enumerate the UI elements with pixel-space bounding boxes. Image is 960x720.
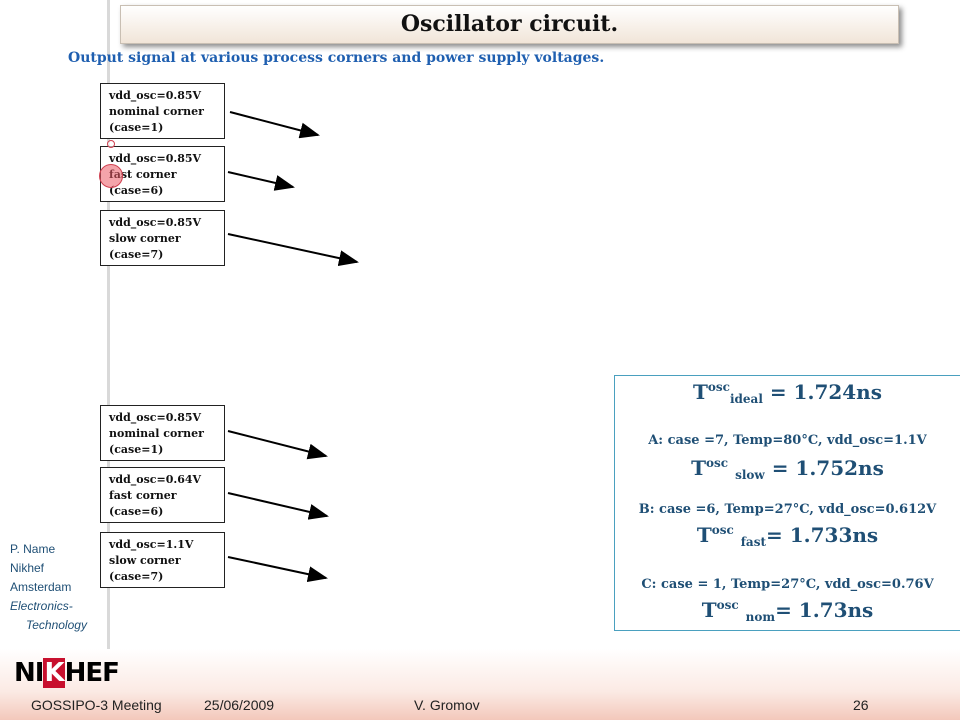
author-line: Nikhef (10, 561, 45, 575)
label-top-nominal: vdd_osc=0.85V nominal corner (case=1) (100, 83, 225, 139)
arrow-top-slow (227, 233, 359, 266)
footer-band (0, 649, 960, 720)
author-line: P. Name (10, 542, 56, 556)
label-line: vdd_osc=0.85V (109, 152, 202, 165)
label-bottom-slow: vdd_osc=1.1V slow corner (case=7) (100, 532, 225, 588)
slide-vertical-rule (107, 0, 110, 650)
result-symbol: T (696, 523, 712, 547)
nikhef-logo: NIKHEF (14, 658, 120, 688)
slide-subtitle: Output signal at various process corners… (68, 50, 605, 66)
result-nom: Tosc nom= 1.73ns (615, 598, 960, 624)
label-line: vdd_osc=0.85V (109, 89, 202, 102)
result-sub: nom (745, 610, 776, 624)
label-line: (case=1) (109, 443, 164, 456)
label-line: (case=1) (109, 121, 164, 134)
label-bottom-fast: vdd_osc=0.64V fast corner (case=6) (100, 467, 225, 523)
footer-meeting: GOSSIPO-3 Meeting (31, 697, 162, 713)
author-line: Amsterdam (10, 580, 72, 594)
arrow-top-fast (227, 171, 295, 191)
result-symbol: T (691, 456, 707, 480)
label-line: fast corner (109, 168, 177, 181)
result-sup: osc (711, 523, 734, 537)
label-line: vdd_osc=0.85V (109, 216, 202, 229)
arrow-bottom-slow (227, 556, 328, 583)
slide-title: Oscillator circuit. (400, 11, 619, 37)
cursor-trail-dot (107, 140, 115, 148)
label-line: slow corner (109, 232, 181, 245)
label-line: vdd_osc=1.1V (109, 538, 194, 551)
label-line: (case=6) (109, 184, 164, 197)
result-symbol: T (701, 598, 717, 622)
author-line: Electronics- (10, 599, 73, 613)
label-line: vdd_osc=0.64V (109, 473, 202, 486)
result-value: = 1.752ns (764, 456, 884, 480)
label-line: nominal corner (109, 105, 204, 118)
footer-date: 25/06/2009 (204, 697, 275, 713)
result-slow: Tosc slow = 1.752ns (615, 456, 960, 482)
author-line: Technology (26, 618, 87, 632)
laser-pointer-dot (99, 164, 123, 188)
result-value: = 1.733ns (766, 523, 879, 547)
result-ideal: Toscideal = 1.724ns (615, 380, 960, 406)
footer-page-number: 26 (853, 697, 869, 713)
footer-author: V. Gromov (414, 697, 480, 713)
results-box: Toscideal = 1.724ns A: case =7, Temp=80°… (614, 375, 960, 631)
result-symbol: T (692, 380, 708, 404)
result-fast: Tosc fast= 1.733ns (615, 523, 960, 549)
label-line: (case=7) (109, 570, 164, 583)
arrow-top-nominal (229, 111, 320, 139)
label-top-slow: vdd_osc=0.85V slow corner (case=7) (100, 210, 225, 266)
result-value: = 1.73ns (775, 598, 874, 622)
condition-a: A: case =7, Temp=80°C, vdd_osc=1.1V (648, 433, 927, 448)
label-line: (case=6) (109, 505, 164, 518)
label-line: nominal corner (109, 427, 204, 440)
logo-part: HEF (64, 658, 120, 688)
label-line: vdd_osc=0.85V (109, 411, 202, 424)
arrow-bottom-nominal (227, 430, 328, 460)
label-line: slow corner (109, 554, 181, 567)
author-block: P. Name Nikhef Amsterdam Electronics- Te… (10, 540, 87, 635)
result-sub: slow (735, 468, 765, 482)
logo-part: K (43, 658, 65, 688)
label-bottom-nominal: vdd_osc=0.85V nominal corner (case=1) (100, 405, 225, 461)
result-value: = 1.724ns (762, 380, 882, 404)
result-sub: ideal (729, 392, 763, 406)
label-line: fast corner (109, 489, 177, 502)
result-sup: osc (707, 380, 730, 394)
result-sub: fast (740, 535, 767, 549)
result-sup: osc (706, 456, 729, 470)
label-line: (case=7) (109, 248, 164, 261)
condition-c: C: case = 1, Temp=27°C, vdd_osc=0.76V (641, 577, 934, 592)
arrow-bottom-fast (227, 492, 329, 520)
title-banner: Oscillator circuit. (120, 5, 899, 44)
condition-b: B: case =6, Temp=27°C, vdd_osc=0.612V (638, 502, 937, 517)
result-sup: osc (716, 598, 739, 612)
logo-part: NI (14, 658, 44, 688)
